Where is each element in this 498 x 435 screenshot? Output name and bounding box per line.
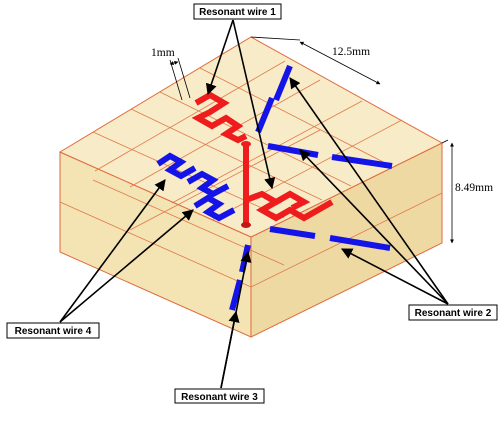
red-meander-top bbox=[191, 91, 248, 144]
dimension-12-5mm: 12.5mm bbox=[250, 36, 449, 144]
svg-text:Resonant wire 2: Resonant wire 2 bbox=[415, 308, 492, 319]
svg-text:Resonant wire 3: Resonant wire 3 bbox=[181, 392, 258, 403]
label-resonant-wire-3: Resonant wire 3 bbox=[174, 388, 265, 404]
label-resonant-wire-4: Resonant wire 4 bbox=[6, 322, 100, 339]
svg-text:Resonant wire 1: Resonant wire 1 bbox=[199, 7, 276, 18]
red-meander-bottom bbox=[244, 190, 334, 222]
substrate-block bbox=[58, 36, 444, 338]
dim-8-49mm-label: 8.49mm bbox=[455, 182, 493, 194]
svg-text:Resonant wire 4: Resonant wire 4 bbox=[15, 326, 92, 337]
dim-1mm-label: 1mm bbox=[151, 47, 175, 59]
dimension-1mm: 1mm bbox=[151, 47, 191, 101]
resonant-wire-4 bbox=[156, 152, 236, 222]
dimension-8-49mm: 8.49mm bbox=[450, 142, 493, 244]
substrate-grid bbox=[59, 60, 443, 288]
label-resonant-wire-1: Resonant wire 1 bbox=[193, 3, 282, 20]
pointer-arrows bbox=[59, 19, 449, 389]
label-resonant-wire-2: Resonant wire 2 bbox=[408, 304, 498, 321]
resonant-wire-1 bbox=[191, 91, 334, 228]
dim-12-5mm-label: 12.5mm bbox=[332, 46, 370, 58]
